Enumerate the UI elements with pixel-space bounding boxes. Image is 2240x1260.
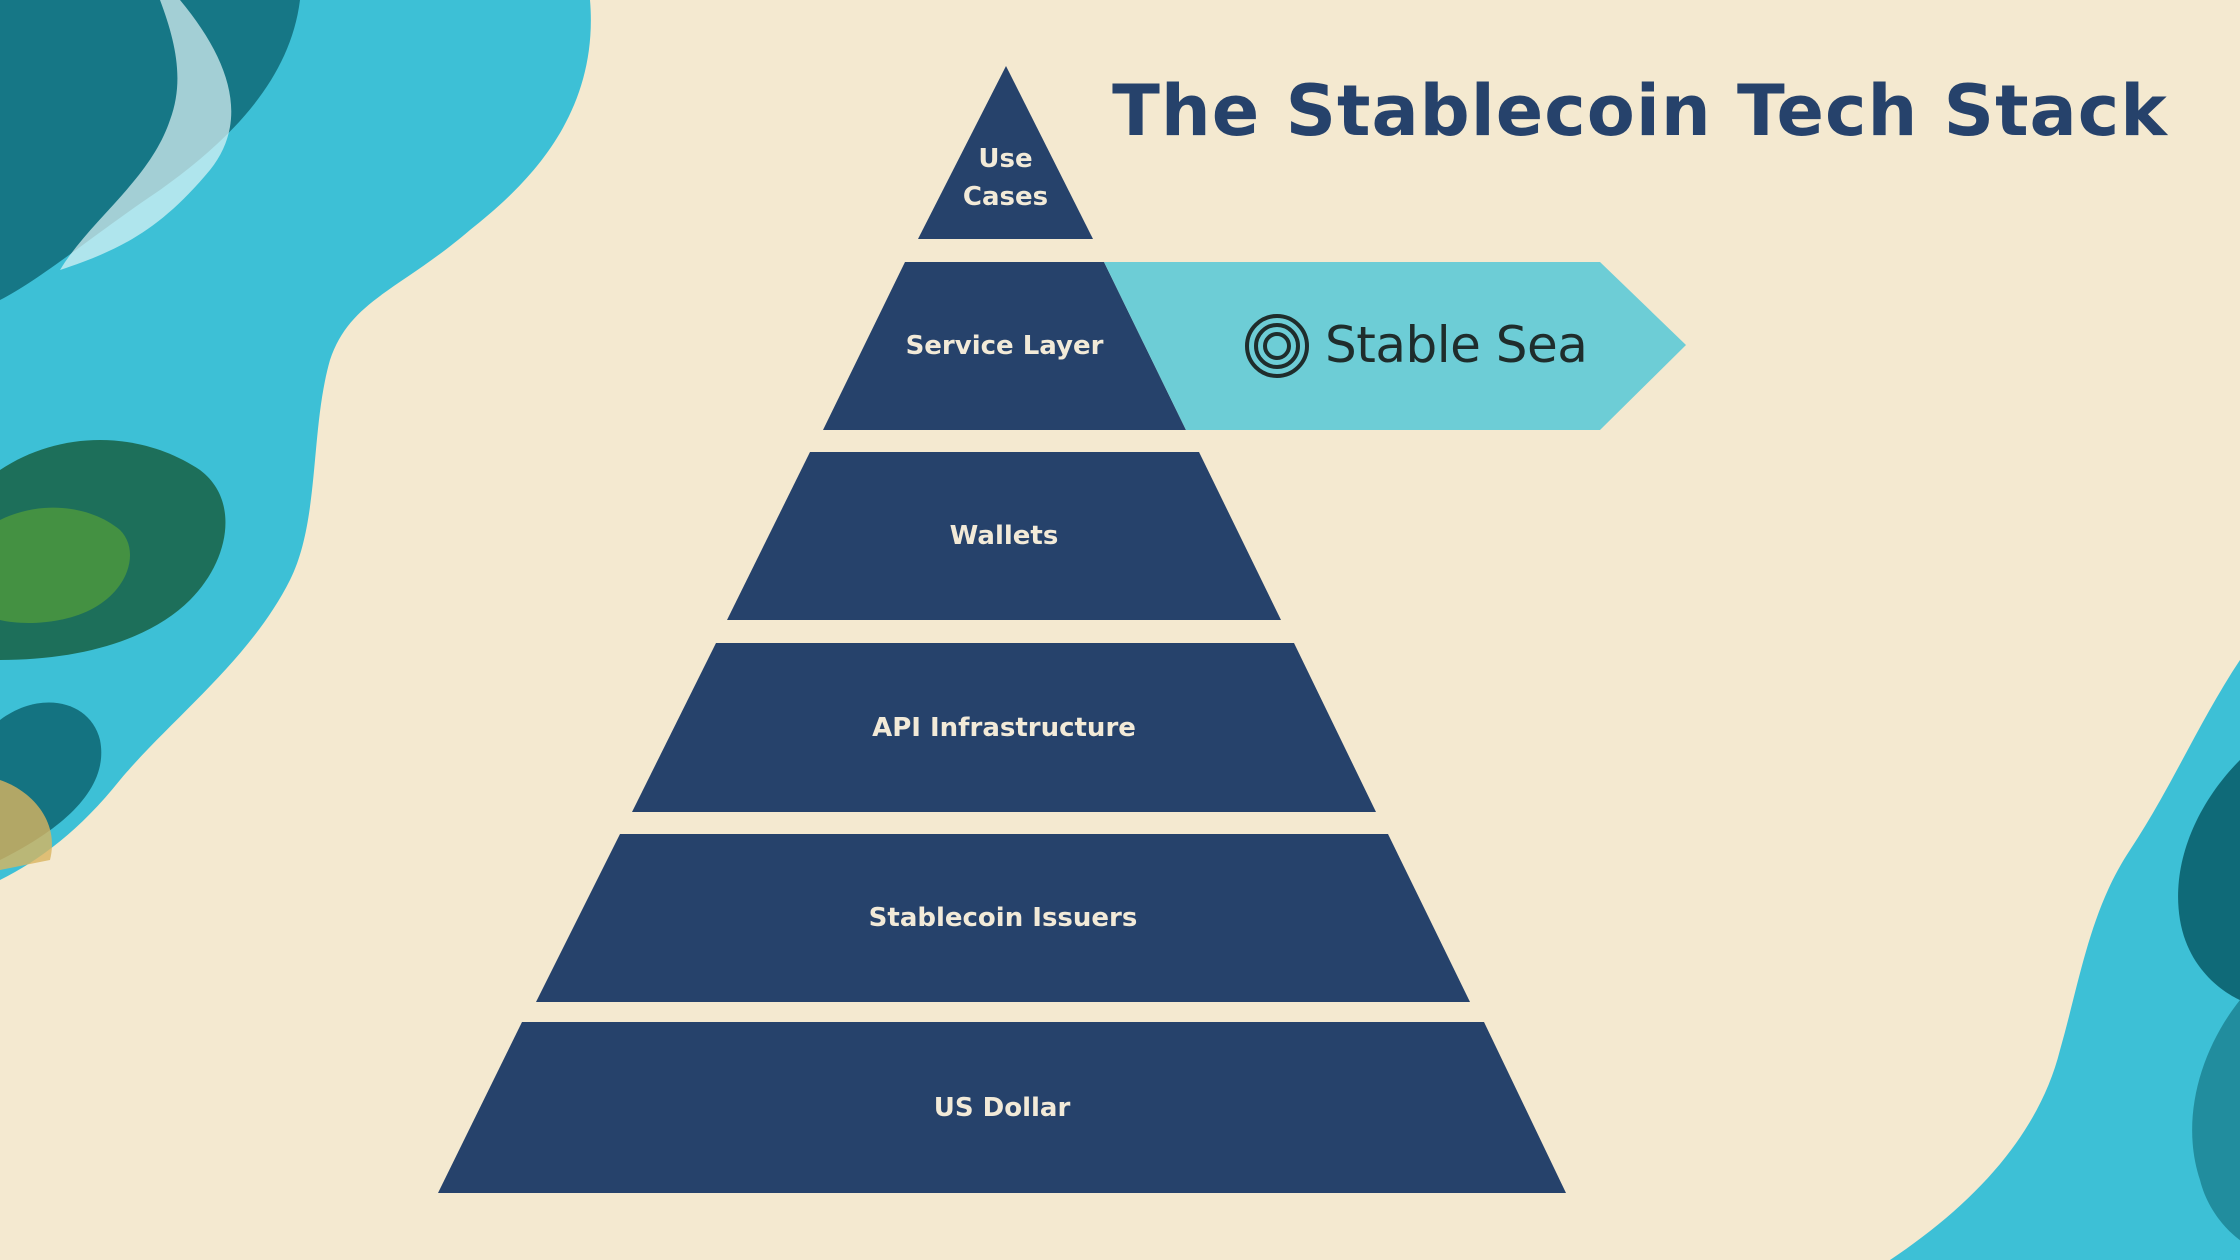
tier-label-line: Use xyxy=(978,144,1033,174)
tier-label-line: US Dollar xyxy=(933,1092,1071,1123)
tier-label-stablecoin-issuers: Stablecoin Issuers xyxy=(869,899,1138,937)
tier-api-infrastructure xyxy=(632,643,1376,812)
pyramid xyxy=(438,66,1566,1193)
tier-stablecoin-issuers xyxy=(536,834,1470,1002)
tier-use-cases xyxy=(918,66,1093,239)
ocean-art-right xyxy=(1890,660,2240,1260)
tier-label-line: Cases xyxy=(962,182,1049,212)
concentric-circles-icon xyxy=(1245,314,1309,378)
tier-label-line: Service Layer xyxy=(905,331,1104,361)
tier-wallets xyxy=(727,452,1281,620)
tier-label-us-dollar: US Dollar xyxy=(934,1089,1071,1127)
slide-title: The Stablecoin Tech Stack xyxy=(1112,70,2168,152)
ocean-art-left xyxy=(0,0,591,880)
tier-us-dollar xyxy=(438,1022,1566,1193)
tier-label-line: API Infrastructure xyxy=(872,712,1136,743)
tier-label-line: Wallets xyxy=(949,521,1059,551)
tier-label-line: Stablecoin Issuers xyxy=(868,903,1138,933)
tier-label-service-layer: Service Layer xyxy=(906,327,1104,365)
callout-arrow xyxy=(1104,262,1686,430)
tier-label-api-infrastructure: API Infrastructure xyxy=(872,709,1136,747)
tier-service-layer xyxy=(823,262,1186,430)
tier-label-wallets: Wallets xyxy=(950,517,1059,555)
brand-name: Stable Sea xyxy=(1325,316,1588,374)
